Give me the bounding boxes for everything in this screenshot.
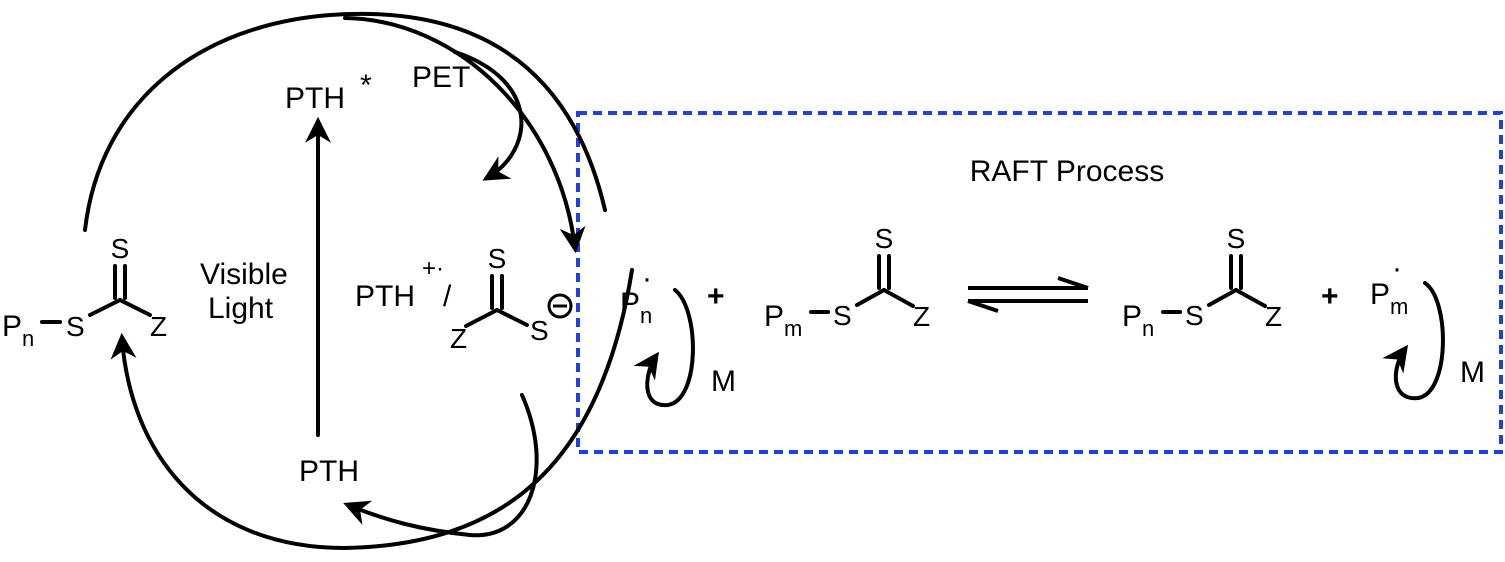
pth-radical-cation-label: PTH [355,280,415,313]
middle-cta-polymer: P [764,300,784,333]
pth-ground-label: PTH [299,455,359,488]
plus-1: + [707,280,725,313]
middle-cta-s-top: S [875,223,894,254]
right-cta-polymer: P [1122,300,1142,333]
pn-monomer-label: M [711,365,736,398]
middle-cta-s-left: S [833,300,852,331]
arrow-to-pn-radical [343,16,586,254]
cycle-lower-arc [110,268,634,551]
pn-radical-polymer: P [620,287,640,320]
cycle-upper-arc [83,11,607,232]
excited-star: * [360,69,372,102]
equilibrium-arrows-icon [967,276,1089,313]
return-to-pth-arrow [343,393,539,538]
anion-charge-icon [547,293,573,319]
anion-s-top: S [488,243,507,274]
right-cta-s-top: S [1227,223,1246,254]
anion-z: Z [450,323,467,354]
plus-2: + [1321,280,1339,313]
pm-radical-dot: · [1392,252,1402,285]
raft-process-label: RAFT Process [970,155,1165,188]
pet-label: PET [412,61,470,94]
radical-cation-charge: +· [422,255,444,282]
visible-light-line2: Light [208,292,274,325]
left-cta-polymer: P [2,310,22,343]
pn-monomer-loop [633,288,695,408]
pm-radical-sub: m [1390,294,1408,319]
visible-light-line1: Visible [200,258,288,291]
pm-monomer-loop [1382,281,1445,401]
pn-radical-sub: n [640,303,652,328]
anion-s-right: S [530,315,549,346]
pm-monomer-label: M [1460,356,1485,389]
left-cta-s-top: S [111,233,130,264]
pth-excited-label: PTH [285,82,345,115]
left-cta-polymer-sub: n [22,326,34,351]
right-cta-s-left: S [1185,300,1204,331]
left-cta-z: Z [150,311,167,342]
middle-cta-sub: m [784,316,802,341]
pn-radical-dot: · [642,262,652,295]
right-cta-sub: n [1142,316,1154,341]
right-cta-z: Z [1265,301,1282,332]
left-cta-s-left: S [66,311,85,342]
middle-cta-z: Z [913,301,930,332]
pm-radical-polymer: P [1370,278,1390,311]
slash: / [443,280,452,313]
pet-arrow [453,50,524,181]
